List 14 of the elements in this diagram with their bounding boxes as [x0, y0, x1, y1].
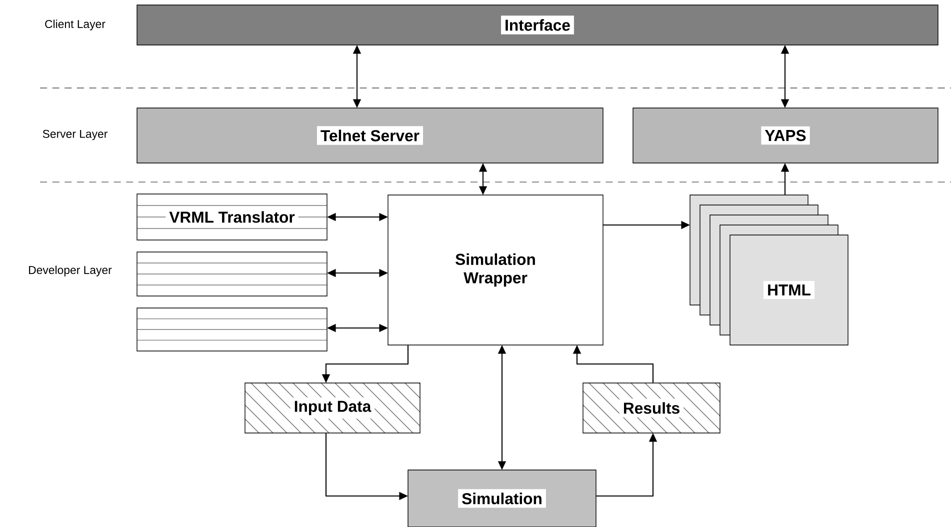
tool-box: [136, 308, 328, 352]
data-box: Results: [582, 382, 720, 434]
layer-label: Client Layer: [45, 20, 106, 30]
simulation-box: Simulation: [408, 470, 596, 527]
server-box: YAPS: [632, 108, 938, 164]
layer-label: Developer Layer: [29, 266, 112, 276]
wrapper-box: Simulation Wrapper: [388, 194, 604, 346]
layer-label: Server Layer: [42, 130, 108, 140]
interface-bar: Interface: [136, 4, 938, 46]
page-stack: HTML: [690, 194, 848, 346]
tool-box: VRML Translator: [136, 194, 328, 240]
tool-box: [136, 252, 328, 296]
data-box: Input Data: [244, 382, 420, 434]
server-box: Telnet Server: [136, 108, 604, 164]
